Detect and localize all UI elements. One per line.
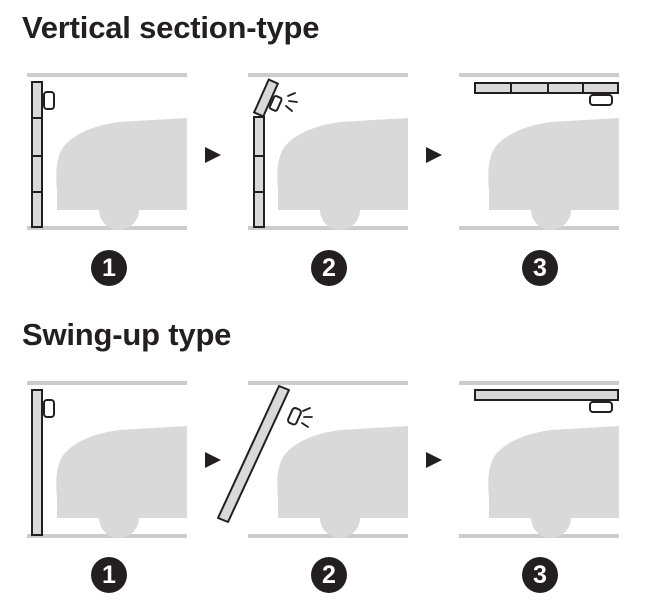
swing-up-step-1-illustration [27,381,187,538]
garage-door-icon [474,82,619,94]
garage-door-icon [474,389,619,401]
sensor-beam-icon [285,92,298,112]
car-silhouette-icon [488,118,619,230]
swing-up-step-2-illustration [217,381,408,538]
car-silhouette-icon [56,118,187,230]
floor-line [27,226,187,230]
section-title-swing-up: Swing-up type [22,317,232,352]
ceiling-rail [248,73,408,77]
door-sensor-icon [589,94,613,106]
step-1-badge: 1 [91,250,127,286]
garage-door-icon [217,385,290,523]
garage-door-icon [31,81,43,228]
door-sensor-icon [589,401,613,413]
right-arrow-icon [205,147,221,163]
ceiling-rail [27,381,187,385]
step-3-badge: 3 [522,557,558,593]
ceiling-rail [459,381,619,385]
ceiling-rail [459,73,619,77]
step-3-badge: 3 [522,250,558,286]
step-2-badge: 2 [311,250,347,286]
car-silhouette-icon [488,426,619,538]
floor-line [248,534,408,538]
right-arrow-icon [426,452,442,468]
vertical-step-1-illustration [27,73,187,230]
vertical-step-3-illustration [459,73,619,230]
car-silhouette-icon [277,426,408,538]
sensor-beam-icon [301,407,313,428]
garage-door-icon [252,78,283,228]
car-silhouette-icon [277,118,408,230]
garage-door-icon [31,389,43,536]
swing-up-step-3-illustration [459,381,619,538]
door-sensor-icon [268,95,283,112]
section-title-vertical: Vertical section-type [22,10,320,45]
door-sensor-icon [43,91,55,110]
vertical-step-2-illustration [248,73,408,230]
right-arrow-icon [205,452,221,468]
door-sensor-icon [43,399,55,418]
car-silhouette-icon [56,426,187,538]
floor-line [459,226,619,230]
step-2-badge: 2 [311,557,347,593]
ceiling-rail [248,381,408,385]
floor-line [248,226,408,230]
ceiling-rail [27,73,187,77]
step-1-badge: 1 [91,557,127,593]
right-arrow-icon [426,147,442,163]
door-sensor-icon [287,407,302,426]
floor-line [27,534,187,538]
floor-line [459,534,619,538]
